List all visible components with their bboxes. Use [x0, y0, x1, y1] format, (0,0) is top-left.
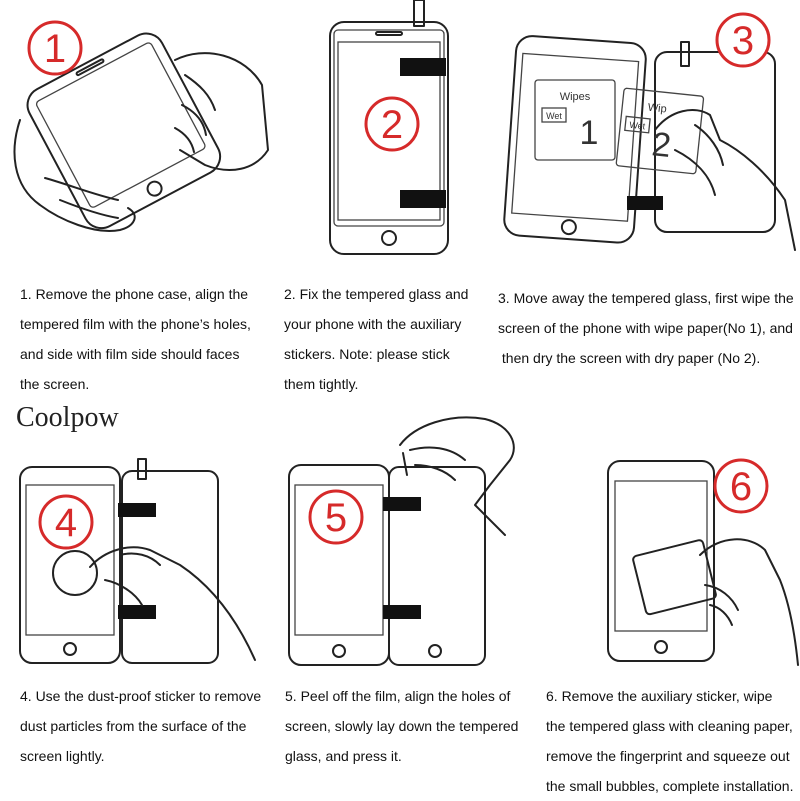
step-1-line: and side with film side should faces	[20, 346, 240, 362]
step-4-line: dust particles from the surface of the	[20, 718, 247, 734]
wipe-2-tag: Wet	[629, 120, 646, 132]
step-5-number-badge: 5	[308, 489, 364, 545]
wipe-1-title: Wipes	[560, 91, 591, 103]
step-5-illustration: 5	[285, 405, 515, 670]
wipe-2-number: 2	[650, 125, 673, 165]
dust-sticker	[52, 550, 98, 596]
sticker-bottom	[400, 190, 446, 208]
step-3-text: 3. Move away the tempered glass, first w…	[498, 283, 794, 373]
hand	[399, 416, 515, 536]
step-6-number-badge: 6	[713, 458, 769, 514]
step-2-number-badge: 2	[364, 96, 420, 152]
hand	[89, 546, 256, 661]
cleaning-paper	[632, 539, 717, 616]
phone-tilted	[26, 32, 222, 230]
step-5-line: screen, slowly lay down the tempered	[285, 718, 519, 734]
step-3-line: 3. Move away the tempered glass, first w…	[498, 290, 794, 306]
step-4-text: 4. Use the dust-proof sticker to remove …	[20, 681, 261, 771]
step-2-line: 2. Fix the tempered glass and	[284, 286, 469, 302]
step-1-line: 1. Remove the phone case, align the	[20, 286, 249, 302]
sticker-top	[400, 58, 446, 76]
step-2-number: 2	[381, 103, 403, 147]
step-1-line: tempered film with the phone’s holes,	[20, 316, 251, 332]
earpiece	[375, 31, 403, 36]
step-1-number: 1	[44, 27, 66, 71]
step-2-line: your phone with the auxiliary	[284, 316, 462, 332]
step-6-drawing: 6	[607, 458, 799, 666]
tempered-glass	[333, 29, 445, 227]
step-4-number-badge: 4	[38, 494, 94, 550]
wipe-1-tag: Wet	[546, 111, 562, 121]
step-6-text: 6. Remove the auxiliary sticker, wipe th…	[546, 681, 793, 801]
home-button	[381, 230, 397, 246]
step-2-drawing: 2	[329, 0, 449, 255]
step-3-number-badge: 3	[715, 12, 771, 68]
step-5-text: 5. Peel off the film, align the holes of…	[285, 681, 518, 771]
right-hand	[174, 52, 269, 171]
step-5-line: 5. Peel off the film, align the holes of	[285, 688, 511, 704]
phone-screen	[294, 484, 384, 636]
sticker-top	[118, 503, 156, 517]
pull-tab	[413, 0, 425, 27]
wipe-packet-2: Wip Wet 2	[615, 87, 705, 175]
step-6-line: remove the fingerprint and squeeze out	[546, 748, 790, 764]
phone-screen	[337, 41, 441, 221]
hand	[654, 109, 796, 251]
step-6-number: 6	[730, 465, 752, 509]
wipe-packet-1: Wipes Wet 1	[534, 79, 616, 161]
step-3-line: then dry the screen with dry paper (No 2…	[498, 350, 761, 366]
tempered-glass	[121, 470, 219, 664]
hand	[699, 538, 799, 666]
phone-body	[607, 460, 715, 662]
step-4-drawing: 4	[19, 458, 256, 664]
tempered-glass-flipped	[627, 41, 776, 233]
step-1-number-badge: 1	[27, 20, 83, 76]
step-2-text: 2. Fix the tempered glass and your phone…	[284, 279, 468, 399]
peel-tab	[402, 452, 408, 476]
step-1-drawing: 1	[13, 20, 269, 232]
step-4-line: 4. Use the dust-proof sticker to remove	[20, 688, 262, 704]
step-3-illustration: Wipes Wet 1 Wip Wet 2 3	[495, 0, 800, 260]
step-2-line: them tightly.	[284, 376, 359, 392]
phone-body	[329, 21, 449, 255]
step-6-line: the small bubbles, complete installation…	[546, 778, 794, 794]
tempered-glass	[388, 466, 486, 666]
step-4-illustration: 4	[10, 455, 270, 670]
phone	[503, 35, 647, 244]
step-3-number: 3	[732, 19, 754, 63]
brand-wordmark: Coolpow	[16, 402, 119, 433]
step-6-line: the tempered glass with cleaning paper,	[546, 718, 793, 734]
step-1-text: 1. Remove the phone case, align the temp…	[20, 279, 251, 399]
step-1-illustration: 1	[0, 0, 270, 260]
phone-screen	[614, 480, 708, 632]
wipe-1-number: 1	[580, 114, 599, 152]
step-3-line: screen of the phone with wipe paper(No 1…	[498, 320, 793, 336]
step-4-number: 4	[55, 501, 77, 545]
step-6-illustration: 6	[600, 455, 800, 670]
step-5-drawing: 5	[288, 416, 515, 666]
step-1-line: the screen.	[20, 376, 90, 392]
phone-body	[19, 466, 121, 664]
step-6-line: 6. Remove the auxiliary sticker, wipe	[546, 688, 773, 704]
sticker-bottom	[383, 605, 421, 619]
wipe-2-title: Wip	[647, 102, 667, 116]
sticker-bottom	[118, 605, 156, 619]
step-2-line: stickers. Note: please stick	[284, 346, 450, 362]
sticker-top	[383, 497, 421, 511]
step-5-number: 5	[325, 496, 347, 540]
step-3-drawing: Wipes Wet 1 Wip Wet 2 3	[503, 12, 796, 251]
phone-screen	[25, 484, 115, 636]
step-5-line: glass, and press it.	[285, 748, 402, 764]
step-2-illustration: 2	[310, 0, 480, 260]
step-4-line: screen lightly.	[20, 748, 105, 764]
left-hand	[13, 119, 136, 232]
